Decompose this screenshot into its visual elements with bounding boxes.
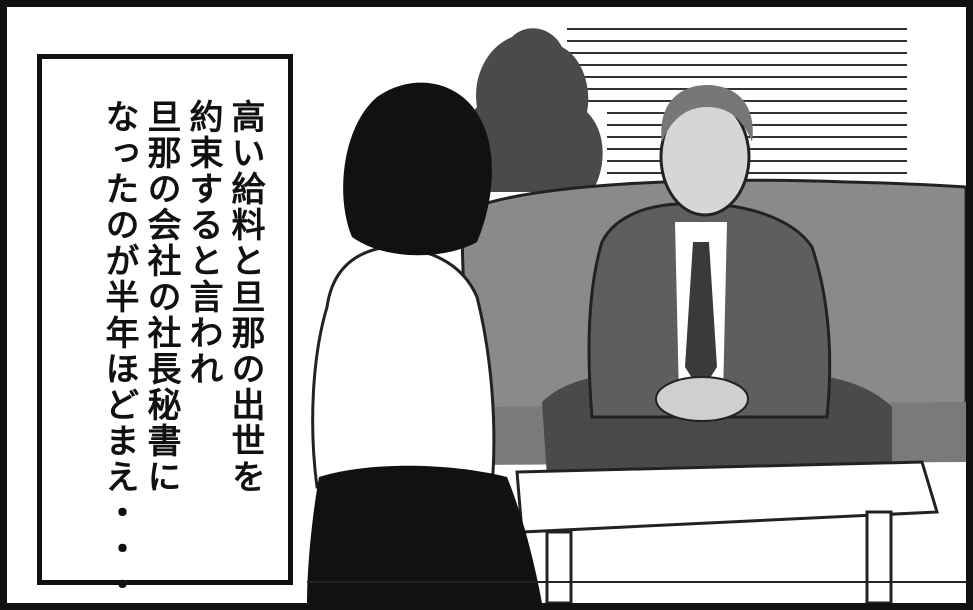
caption-line-4: なったのが半年ほどまえ・・・ bbox=[99, 99, 139, 603]
man-tie bbox=[685, 242, 717, 392]
window-blinds bbox=[567, 28, 907, 174]
caption-line-3: 旦那の会社の社長秘書に bbox=[141, 99, 181, 495]
man-hands bbox=[655, 376, 749, 422]
narration-caption-box: 高い給料と旦那の出世を 約束すると言われ 旦那の会社の社長秘書に なったのが半年… bbox=[37, 54, 293, 603]
caption-line-1: 高い給料と旦那の出世を bbox=[225, 99, 265, 495]
scene-illustration bbox=[307, 28, 966, 603]
woman-blouse bbox=[311, 245, 496, 489]
plant-foliage bbox=[456, 28, 603, 192]
woman-skirt bbox=[307, 465, 542, 603]
caption-line-2: 約束すると言われ bbox=[183, 99, 223, 387]
table-leg bbox=[545, 530, 573, 603]
woman-hair bbox=[343, 82, 492, 256]
table-leg bbox=[865, 510, 893, 603]
man-hair bbox=[661, 85, 753, 142]
table-top bbox=[515, 460, 939, 534]
